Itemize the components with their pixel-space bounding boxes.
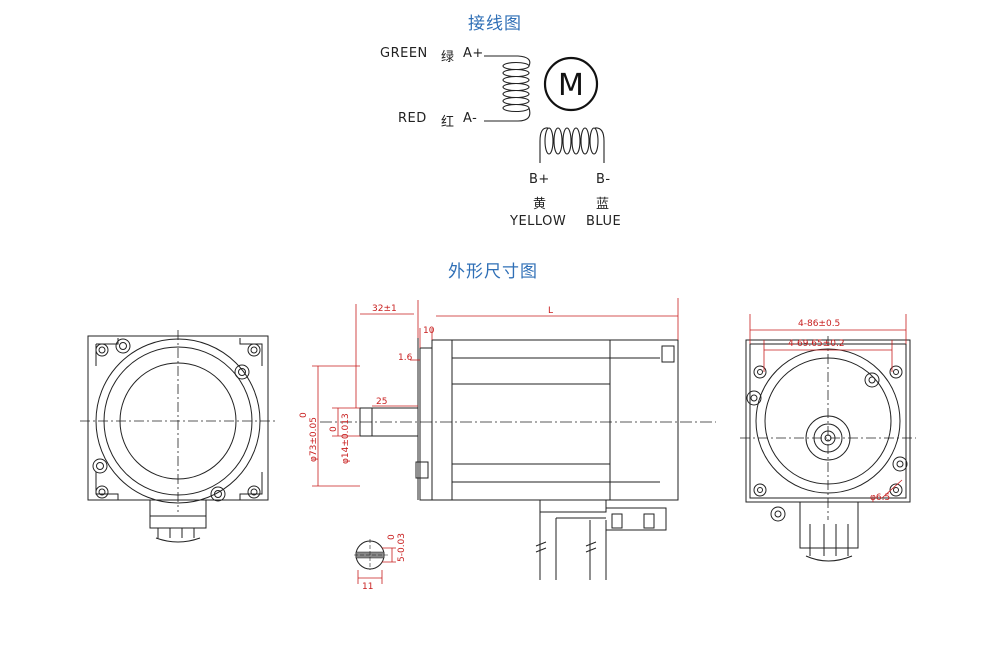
dim-L: L: [548, 306, 553, 316]
motor-letter: M: [558, 68, 584, 103]
b-plus-label: B+: [529, 172, 550, 187]
dim-phi73-tol: 0: [299, 412, 309, 418]
yellow-label: YELLOW: [510, 214, 567, 229]
green-label: GREEN: [380, 46, 428, 61]
red-cn-label: 红: [441, 115, 455, 130]
dim-32: 32±1: [372, 304, 397, 314]
dim-5-tol: 0: [387, 534, 397, 540]
front-view: [80, 330, 276, 543]
shaft-section: [354, 539, 396, 584]
dim-86: 4-86±0.5: [798, 319, 840, 329]
yellow-cn-label: 黄: [533, 197, 547, 212]
dim-phi6-5: φ6.5: [870, 493, 890, 503]
dim-11: 11: [362, 582, 373, 592]
dim-phi14: φ14±0.013: [341, 413, 351, 464]
dimension-drawing-title: 外形尺寸图: [448, 262, 538, 282]
dim-69-65: 4-69.65±0.2: [788, 339, 845, 349]
dim-5: 5-0.03: [397, 533, 407, 562]
rear-view: [740, 336, 916, 562]
b-minus-label: B-: [596, 172, 611, 187]
rear-dimensions: [749, 314, 907, 499]
a-minus-label: A-: [463, 111, 478, 126]
blue-label: BLUE: [586, 214, 622, 229]
green-cn-label: 绿: [441, 50, 455, 65]
side-view: [320, 338, 716, 580]
dim-10: 10: [423, 326, 435, 336]
side-dimensions: [312, 298, 679, 487]
coil-b: [539, 127, 605, 163]
dim-phi14-tol: 0: [329, 426, 339, 432]
blue-cn-label: 蓝: [596, 197, 610, 212]
coil-a: [484, 55, 531, 122]
dim-25: 25: [376, 397, 387, 407]
a-plus-label: A+: [463, 46, 484, 61]
motor-symbol: M: [543, 56, 599, 112]
wiring-diagram-title: 接线图: [468, 14, 522, 34]
red-label: RED: [398, 111, 427, 126]
dim-phi73: φ73±0.05: [309, 417, 319, 462]
dim-1-6: 1.6: [398, 353, 413, 363]
